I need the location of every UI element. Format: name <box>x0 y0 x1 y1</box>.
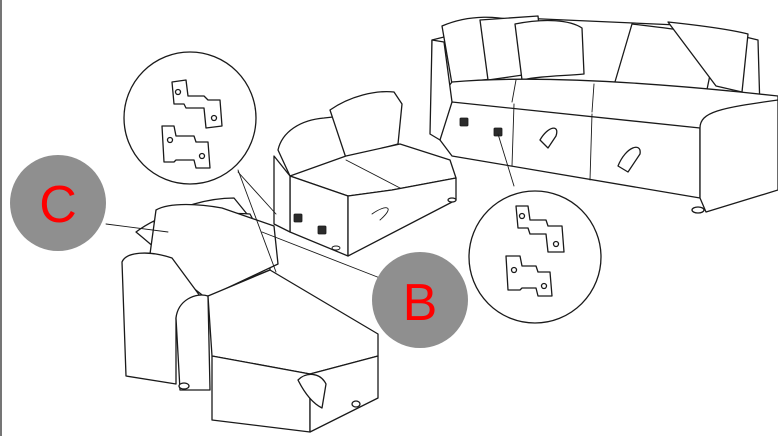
bracket-detail-circle-right <box>468 190 602 324</box>
badge-c-label: C <box>39 176 77 234</box>
badge-b-label: B <box>403 274 438 332</box>
bracket-detail-circle-left <box>123 51 257 185</box>
sofa-right <box>429 15 778 214</box>
badge-c-circle <box>10 155 106 251</box>
badge-b: B <box>372 252 468 348</box>
chaise-left <box>121 197 379 433</box>
loveseat-middle <box>273 90 457 257</box>
badge-c: C <box>10 155 106 251</box>
callout-lines <box>105 133 515 279</box>
badge-b-circle <box>372 252 468 348</box>
